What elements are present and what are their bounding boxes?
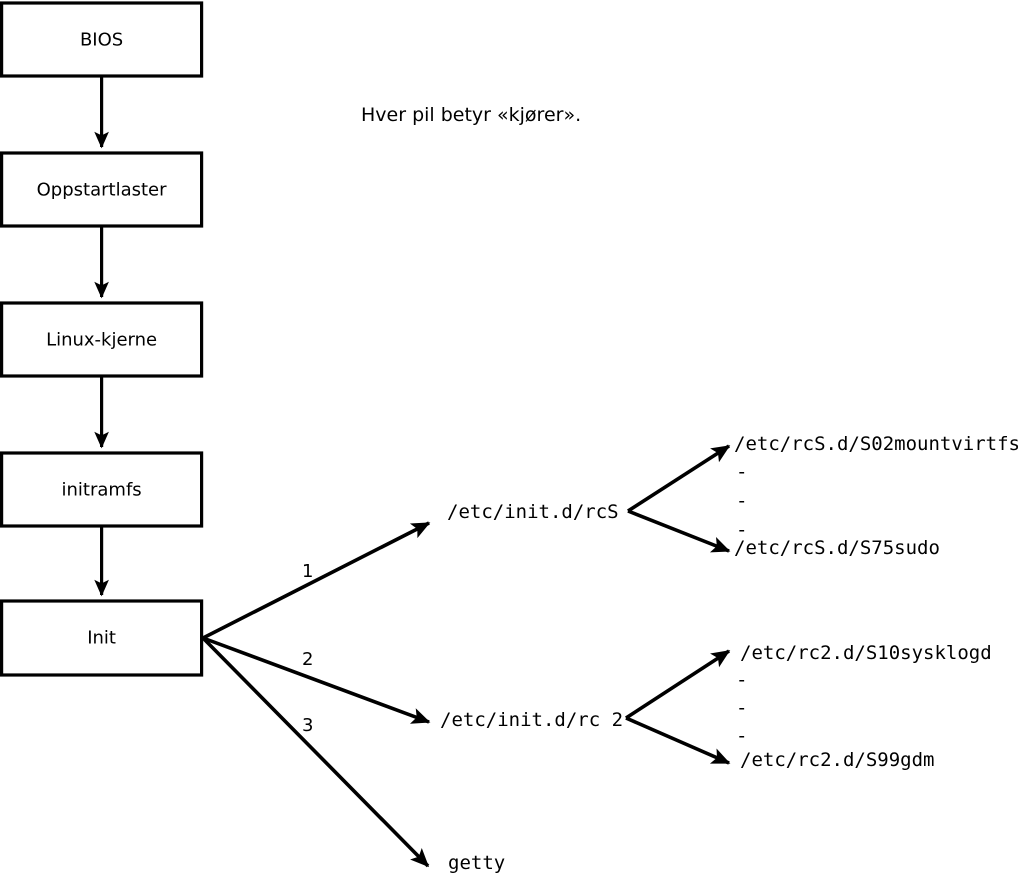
node-kernel[interactable]: Linux-kjerne xyxy=(0,301,204,378)
rc2-fanout-arrows xyxy=(625,649,731,765)
node-initramfs-rect xyxy=(0,451,204,528)
rc2-ellipsis-dash-1: - xyxy=(736,669,747,691)
label-rcs-last-script: /etc/rcS.d/S75sudo xyxy=(734,537,940,559)
arrow-rcs-to-first-script xyxy=(627,444,731,513)
node-bios-label: BIOS xyxy=(80,30,123,51)
init-fanout-arrows xyxy=(201,521,431,868)
edge-number-3: 3 xyxy=(302,715,313,736)
node-init-rect xyxy=(0,599,204,677)
caption-label: Hver pil betyr «kjører». xyxy=(361,104,581,126)
arrow-init-to-rc2 xyxy=(202,636,431,724)
node-init-label: Init xyxy=(87,628,116,649)
rcs-fanout-arrows xyxy=(627,444,731,553)
boot-chain-group: BIOS Oppstartlaster Linux-kjerne initram… xyxy=(0,1,204,677)
node-bios[interactable]: BIOS xyxy=(0,1,204,78)
rcs-ellipsis-dash-3: - xyxy=(736,519,747,541)
edge-number-1: 1 xyxy=(302,561,313,582)
arrow-rc2-to-first-script xyxy=(625,649,731,720)
label-rcs-first-script: /etc/rcS.d/S02mountvirtfs xyxy=(734,433,1020,455)
node-initramfs-label: initramfs xyxy=(62,480,142,501)
node-kernel-label: Linux-kjerne xyxy=(46,330,157,351)
rc2-ellipsis-dash-3: - xyxy=(736,725,747,747)
rcs-ellipsis-dash-1: - xyxy=(736,461,747,483)
rcs-script-list: /etc/rcS.d/S02mountvirtfs - - - /etc/rcS… xyxy=(734,433,1020,559)
arrow-rc2-to-last-script xyxy=(625,716,731,765)
edge-number-2: 2 xyxy=(302,649,313,670)
node-init[interactable]: Init xyxy=(0,599,204,677)
node-initramfs[interactable]: initramfs xyxy=(0,451,204,528)
arrow-rcs-to-last-script xyxy=(627,509,731,553)
arrow-init-to-getty xyxy=(201,636,430,868)
label-init-d-rc2: /etc/init.d/rc 2 xyxy=(440,709,623,731)
rc2-ellipsis-dash-2: - xyxy=(736,697,747,719)
label-getty: getty xyxy=(448,852,505,874)
node-bootloader[interactable]: Oppstartlaster xyxy=(0,151,204,228)
rc2-script-list: /etc/rc2.d/S10sysklogd - - - /etc/rc2.d/… xyxy=(736,642,992,771)
label-init-d-rcs: /etc/init.d/rcS xyxy=(447,501,619,523)
node-kernel-rect xyxy=(0,301,204,378)
node-bootloader-label: Oppstartlaster xyxy=(37,180,167,201)
rcs-ellipsis-dash-2: - xyxy=(736,490,747,512)
label-rc2-first-script: /etc/rc2.d/S10sysklogd xyxy=(740,642,992,664)
label-rc2-last-script: /etc/rc2.d/S99gdm xyxy=(740,749,934,771)
arrow-init-to-rcs xyxy=(202,521,431,640)
node-bios-rect xyxy=(0,1,204,78)
